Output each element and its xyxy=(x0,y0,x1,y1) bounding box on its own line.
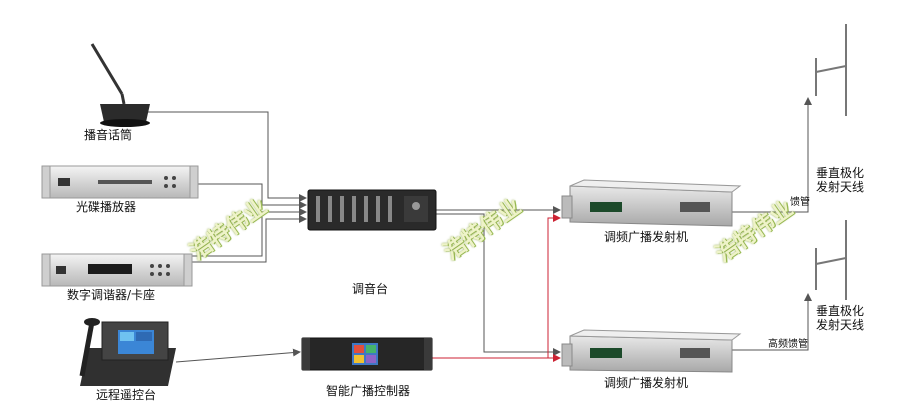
line-tx-bottom-to-antenna xyxy=(728,293,812,351)
label-tuner-deck: 数字调谐器/卡座 xyxy=(67,288,156,302)
line-mic-to-mixer xyxy=(140,111,307,202)
label-antenna-top-line1: 垂直极化 xyxy=(816,166,865,180)
label-feeder-bottom: 高频馈管 xyxy=(768,339,808,350)
line-cd-to-mixer xyxy=(198,183,307,209)
connection-lines xyxy=(140,97,812,363)
broadcast-controller-device xyxy=(301,337,433,371)
remote-console-device xyxy=(79,318,176,386)
line-controller-to-tx-top xyxy=(547,214,561,358)
line-remote-to-controller xyxy=(175,348,301,363)
line-tuner-to-mixer xyxy=(190,208,307,257)
cd-player-device xyxy=(41,165,199,199)
label-feeder-top: 馈管 xyxy=(790,197,810,208)
label-antenna-bottom-line2: 发射天线 xyxy=(816,318,865,332)
mixer-device xyxy=(307,189,437,231)
control-lines xyxy=(432,214,561,362)
label-remote-console: 远程遥控台 xyxy=(96,388,157,402)
label-transmitter-bottom: 调频广播发射机 xyxy=(604,376,689,390)
label-transmitter-top: 调频广播发射机 xyxy=(604,230,689,244)
line-mixer-to-tx-bottom xyxy=(436,213,561,356)
transmitter-bottom-device xyxy=(561,329,742,373)
label-antenna-top-line2: 发射天线 xyxy=(816,180,865,194)
label-microphone: 播音话筒 xyxy=(84,128,133,142)
label-antenna-bottom-line1: 垂直极化 xyxy=(816,304,865,318)
microphone-device xyxy=(90,43,150,127)
label-mixer: 调音台 xyxy=(352,282,389,296)
label-controller: 智能广播控制器 xyxy=(326,384,411,398)
tuner-deck-device xyxy=(41,253,193,287)
antenna-bottom-device xyxy=(815,220,847,300)
antenna-top-device xyxy=(815,24,847,116)
line-tx-top-to-antenna xyxy=(728,97,812,213)
transmitter-top-device xyxy=(561,179,742,227)
line-tuner-to-mixer-2 xyxy=(190,215,307,263)
label-cd-player: 光碟播放器 xyxy=(76,200,137,214)
